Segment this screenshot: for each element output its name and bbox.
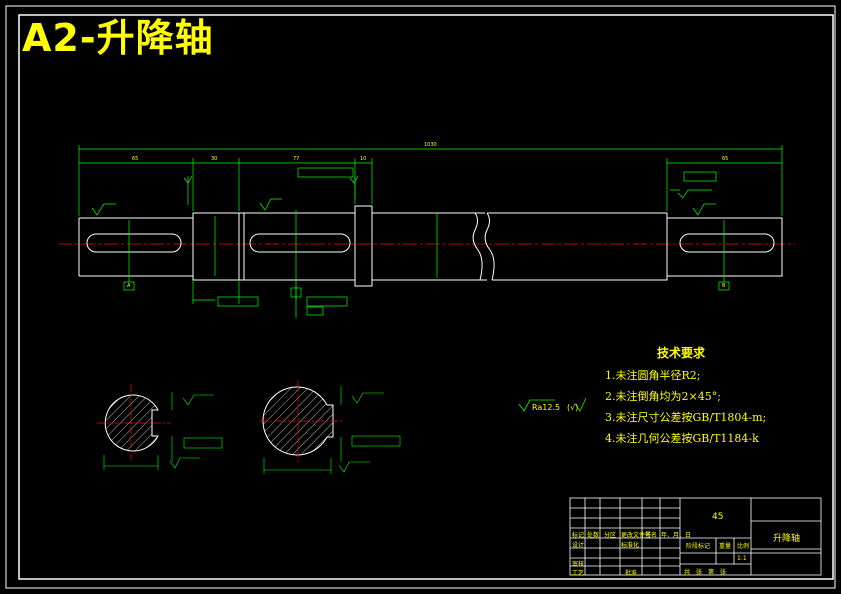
general-roughness-value: Ra12.5 <box>532 403 561 412</box>
tech-requirement-item: 3.未注尺寸公差按GB/T1804-m; <box>605 411 767 424</box>
outer-frame <box>5 5 836 589</box>
tech-requirements-heading: 技术要求 <box>657 346 706 360</box>
tb-cell: 审核 <box>572 561 585 568</box>
part-name-label: 升降轴 <box>773 534 801 544</box>
tech-requirement-item: 4.未注几何公差按GB/T1184-k <box>605 432 759 445</box>
seg-d-dim: 10 <box>360 156 367 162</box>
tb-cell: 标记 <box>572 532 585 539</box>
overall-length-dim: 1030 <box>424 142 437 148</box>
inner-frame <box>18 14 834 580</box>
tb-cell: 分区 <box>604 532 617 539</box>
tolerance-frames <box>123 167 730 316</box>
general-roughness-note: (√) <box>567 403 579 412</box>
tb-cell: 标准化 <box>621 542 640 549</box>
general-roughness-symbol <box>518 397 587 412</box>
drawing-title: A2-升降轴 <box>22 16 214 60</box>
datum-right-label: B <box>722 283 726 289</box>
shaft-outline <box>78 205 783 287</box>
tb-cell: 重量 <box>719 543 732 550</box>
datum-left-label: A <box>127 283 131 289</box>
tb-cell: 共 <box>684 569 691 576</box>
tb-cell: 更改文件号 <box>621 532 652 539</box>
scale-label: 1:1 <box>737 555 747 562</box>
tech-requirement-item: 2.未注倒角均为2×45°; <box>605 390 721 403</box>
tb-cell: 批准 <box>625 570 638 577</box>
tb-cell: 张 <box>696 569 703 576</box>
tb-cell: 设计 <box>572 542 585 549</box>
tb-cell: 阶段标记 <box>686 543 711 550</box>
roughness-symbols <box>91 175 716 216</box>
tb-cell: 签名 <box>645 532 658 539</box>
tb-cell: 处数 <box>587 532 600 539</box>
section-view-right <box>260 380 401 474</box>
tb-cell: 张 <box>720 569 727 576</box>
tb-cell: 工艺 <box>572 570 585 577</box>
seg-c-dim: 77 <box>293 156 300 162</box>
section-view-left <box>97 384 223 470</box>
dimension-lines <box>78 145 783 318</box>
tb-cell: 第 <box>708 569 715 576</box>
tb-cell: 年、月、日 <box>661 532 692 539</box>
tech-requirement-item: 1.未注圆角半径R2; <box>605 369 701 382</box>
seg-right-dim: 65 <box>722 156 729 162</box>
title-block <box>569 497 822 576</box>
material-label: 45 <box>712 512 724 522</box>
tb-cell: 比例 <box>737 543 750 550</box>
seg-b-dim: 30 <box>211 156 218 162</box>
seg-left-dim: 65 <box>132 156 139 162</box>
